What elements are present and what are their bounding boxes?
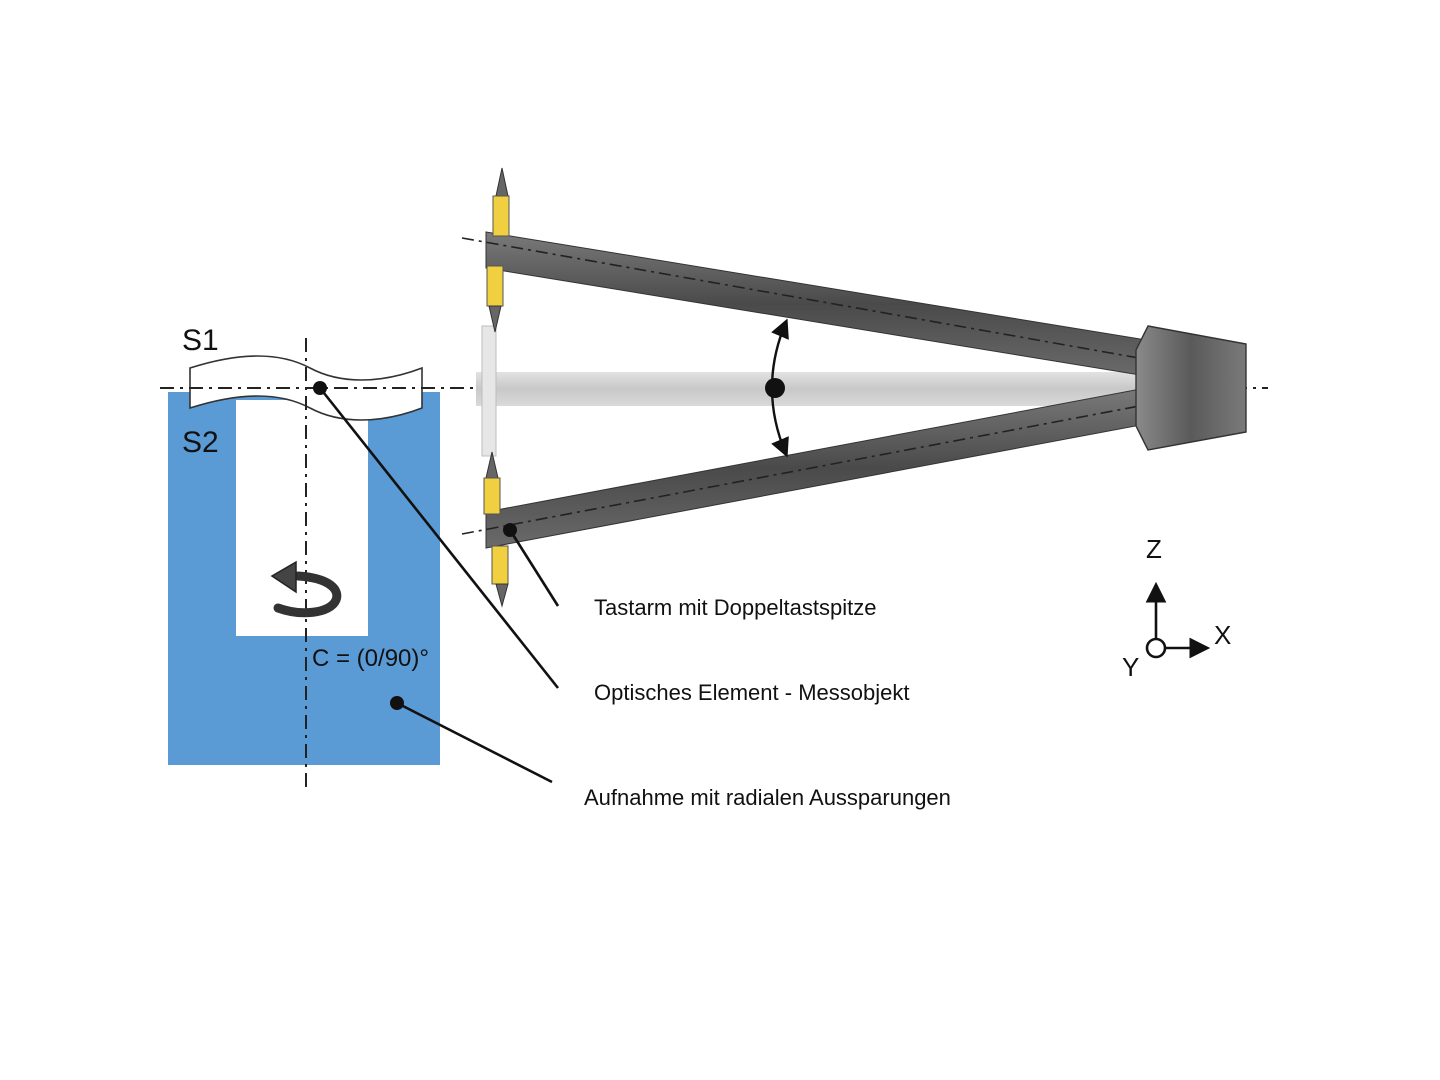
lower-arm-centerline [461,403,1151,535]
rotation-arrow-body [273,571,342,618]
label-s1: S1 [182,324,219,357]
label-optisches: Optisches Element - Messobjekt [594,680,909,705]
swivel-pivot-dot [765,378,785,398]
upper-arm-bar [485,231,1147,377]
coordinate-axes-icon [1145,581,1211,659]
label-aufnahme: Aufnahme mit radialen Aussparungen [584,785,951,810]
lower-stylus-tip-bottom [495,583,509,608]
holder-body [168,392,440,765]
axis-y-origin [1145,637,1167,659]
label-axis-z: Z [1146,534,1162,564]
rotation-arrow-head [270,560,297,594]
swivel-angle-indicator [765,318,789,458]
upper-arm-centerline [461,237,1151,361]
label-s2: S2 [182,426,219,459]
upper-arm [461,231,1151,377]
leader-line-aufnahme [396,701,553,784]
upper-stylus-top-body [492,195,510,237]
upper-stylus-tip-bottom [488,305,502,333]
label-c-angle: C = (0/90)° [312,645,429,672]
label-axis-y: Y [1122,652,1139,682]
label-axis-x: X [1214,620,1231,650]
upper-stylus-tip-top [495,167,509,197]
upper-stylus-bottom-body [486,265,504,307]
probe-head [1135,325,1247,451]
lower-arm-bar [485,387,1147,549]
upper-stylus [486,167,510,333]
reference-arm-stylus [481,325,497,457]
lower-stylus [483,451,509,608]
callouts [313,381,560,784]
reference-arm-bar [476,372,1136,406]
leader-line-tastarm [508,529,560,607]
lower-arm [461,387,1151,549]
lower-stylus-top-body [483,477,501,515]
lower-stylus-bottom-body [491,545,509,585]
leader-line-optical [318,387,560,689]
rotation-arrow-icon [270,560,342,618]
holder [168,392,440,765]
reference-arm [476,325,1136,457]
label-tastarm: Tastarm mit Doppeltastspitze [594,595,876,620]
